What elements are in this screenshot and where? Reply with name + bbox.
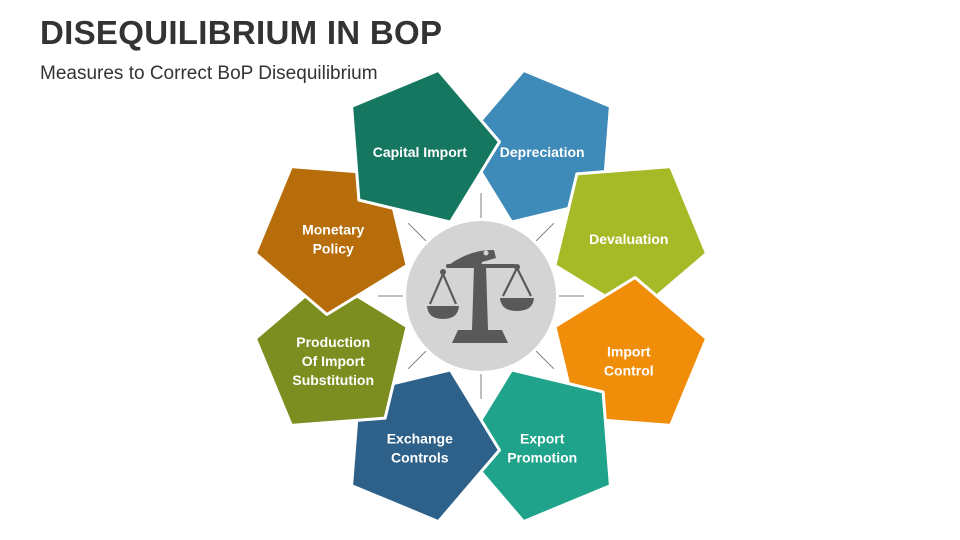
segment-label-line: Import (607, 344, 651, 360)
segment-2: Devaluation (553, 165, 709, 316)
segment-label-line: Capital Import (373, 144, 467, 160)
segment-label: Devaluation (589, 231, 668, 247)
segment-label: Depreciation (500, 144, 585, 160)
segment-label-line: Of Import (302, 353, 365, 369)
segment-label-line: Control (604, 363, 654, 379)
segment-shape (350, 68, 501, 224)
segment-label-line: Policy (313, 240, 354, 256)
segment-label-line: Monetary (302, 221, 364, 237)
page-title: DISEQUILIBRIUM IN BOP (40, 14, 443, 51)
segment-label-line: Production (296, 334, 370, 350)
segment-label-line: Exchange (387, 430, 453, 446)
segment-8: Capital Import (350, 68, 501, 224)
segment-label-line: Export (520, 430, 565, 446)
spoke-line (407, 350, 427, 370)
page-subtitle: Measures to Correct BoP Disequilibrium (40, 63, 378, 84)
segment-label-line: Substitution (292, 372, 374, 388)
segment-label: Capital Import (373, 144, 467, 160)
spoke-line (407, 222, 427, 242)
connector-spokes (378, 193, 584, 399)
segment-label-line: Devaluation (589, 231, 668, 247)
spoke-line (535, 350, 555, 370)
segment-label-line: Promotion (507, 449, 577, 465)
spoke-line (535, 222, 555, 242)
balance-scale-icon (427, 249, 534, 343)
segment-label-line: Depreciation (500, 144, 585, 160)
segment-label-line: Controls (391, 449, 449, 465)
